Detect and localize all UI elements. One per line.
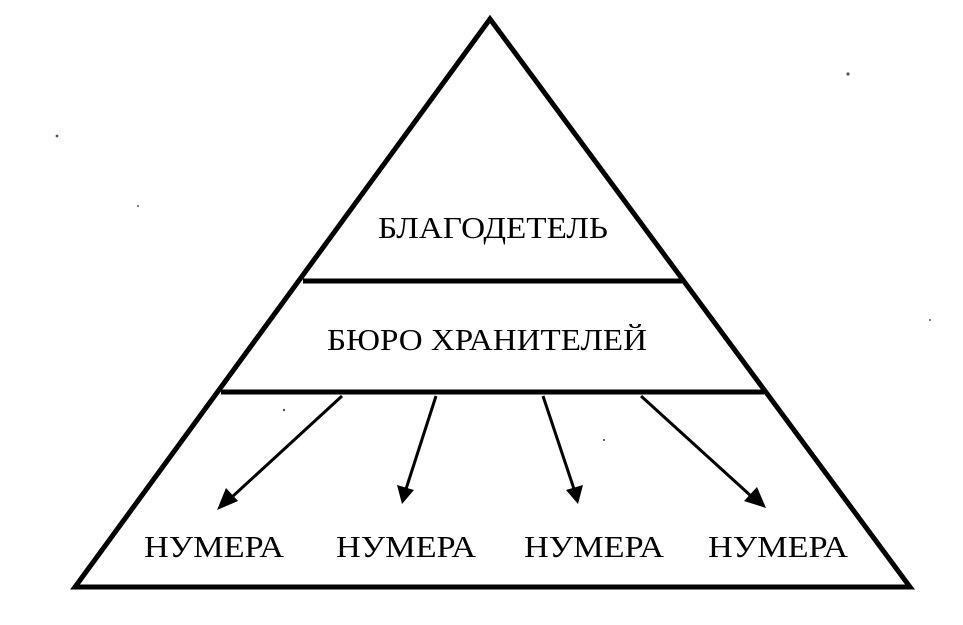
- arrow-1-shaft: [230, 394, 344, 499]
- pyramid-outline: [70, 14, 915, 590]
- label-bottom-2: НУМЕРА: [336, 529, 477, 564]
- label-top-level: БЛАГОДЕТЕЛЬ: [378, 210, 608, 245]
- speck: [137, 205, 139, 207]
- speck: [602, 438, 606, 442]
- label-middle-level: БЮРО ХРАНИТЕЛЕЙ: [327, 322, 647, 357]
- arrow-3-head: [566, 485, 583, 504]
- label-bottom-1: НУМЕРА: [144, 529, 285, 564]
- label-bottom-4: НУМЕРА: [708, 529, 849, 564]
- speck: [846, 72, 850, 76]
- arrow-4-head: [744, 487, 766, 508]
- arrows-group: [217, 394, 766, 510]
- arrow-3-shaft: [541, 395, 576, 490]
- label-bottom-3: НУМЕРА: [524, 529, 665, 564]
- arrow-1-head: [217, 488, 238, 510]
- arrow-4-shaft: [639, 394, 753, 498]
- arrow-2-shaft: [404, 395, 438, 490]
- speck: [282, 408, 286, 412]
- scan-specks: [55, 72, 931, 442]
- speck: [55, 134, 59, 138]
- speck: [929, 319, 931, 321]
- arrow-2-head: [397, 485, 414, 504]
